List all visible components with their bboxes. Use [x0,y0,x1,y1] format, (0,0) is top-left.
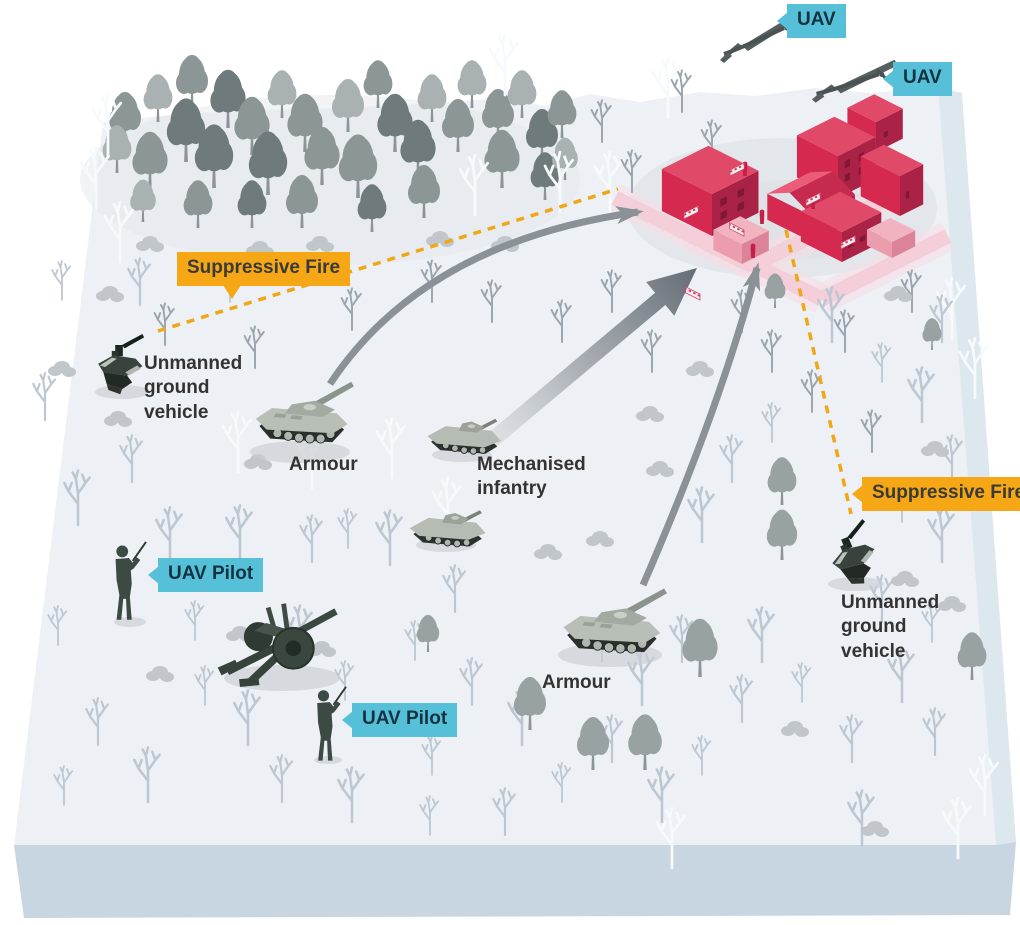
village-buildings [661,94,924,301]
suppressive-fire-line-right [784,229,853,515]
label-ugv-right: Unmanned ground vehicle [841,592,940,662]
advance-arrow-right [639,262,761,587]
callout-uav-top: UAV [777,4,846,38]
terrain-front-face [14,842,1016,918]
label-armour-lower: Armour [542,672,611,693]
advance-arrow-left [327,206,644,386]
advance-arrows [327,206,761,587]
suppressive-fire-line-left [157,187,619,333]
advance-arrow-center [472,268,697,459]
label-ugv-left: Unmanned ground vehicle [144,353,243,423]
suppressive-fire-lines [157,187,853,515]
callout-uav-pilot-lower: UAV Pilot [341,703,458,737]
callout-suppressive-fire-left: Suppressive Fire [177,252,351,299]
callout-uav-pilot-upper: UAV Pilot [147,558,264,592]
terrain-right-face [938,87,1016,845]
label-armour-upper: Armour [289,454,358,475]
callout-uav-bottom: UAV [883,62,952,96]
label-mechanised-infantry: Mechanised infantry [477,454,586,500]
callout-suppressive-fire-right: Suppressive Fire [851,477,1020,511]
